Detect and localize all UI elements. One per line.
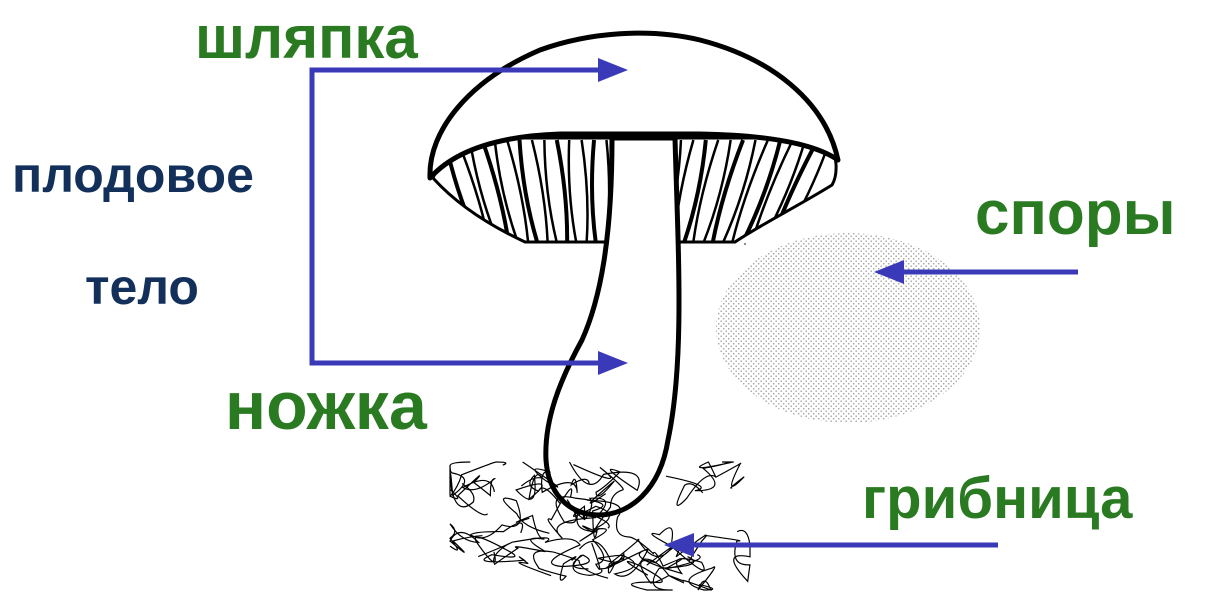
mycelium-strand	[475, 537, 551, 575]
mycelium-strand	[450, 462, 506, 499]
mycelium-strand	[669, 567, 715, 590]
spore-cloud	[716, 233, 980, 423]
label-fruiting-body-line2: тело	[85, 262, 199, 312]
label-mycelium: грибница	[862, 470, 1132, 528]
label-spores: споры	[975, 183, 1176, 245]
label-cap: шляпка	[195, 8, 418, 68]
mycelium-strand	[458, 476, 495, 515]
mycelium-strand	[666, 462, 733, 491]
mycelium-strand	[677, 463, 744, 505]
label-stem: ножка	[225, 372, 427, 440]
label-fruiting-body-line1: плодовое	[12, 150, 254, 200]
